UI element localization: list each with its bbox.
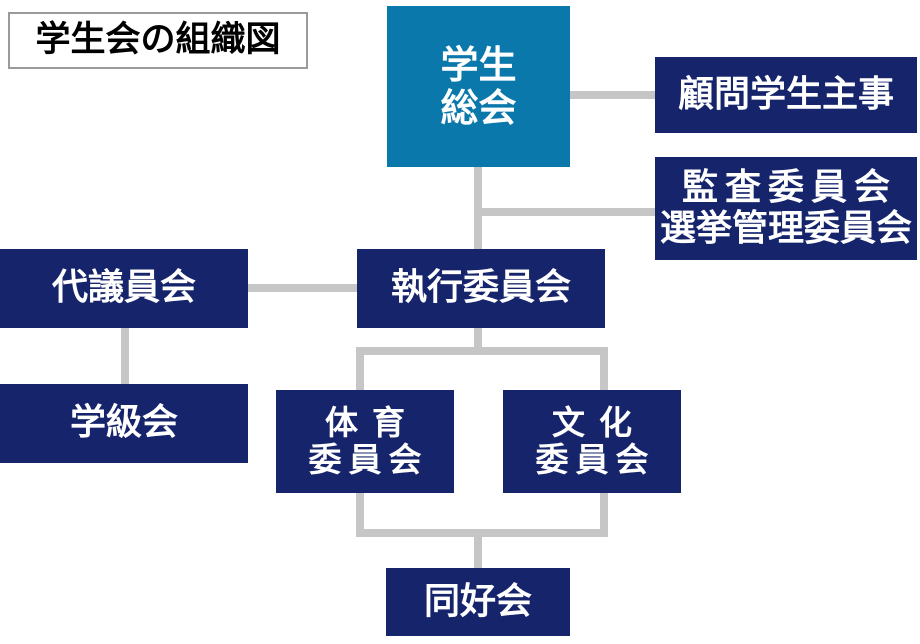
node-culture-committee-line1: 文化 [552, 402, 646, 442]
node-audit-committee-label: 監査委員会 [681, 167, 897, 209]
connector-executive-fork-bar [356, 347, 608, 355]
connector-assembly-to-advisor [566, 91, 656, 99]
connector-join-to-clubs [474, 529, 482, 571]
node-athletics-committee-line2: 委員会 [308, 439, 429, 479]
node-delegates-assembly[interactable]: 代議員会 [0, 249, 248, 328]
connector-clubs-join-bar [356, 529, 608, 537]
connector-trunk-to-right-committees [474, 208, 656, 216]
node-executive-committee-line1: 執行委員会 [390, 267, 571, 309]
node-right-committees[interactable]: 監査委員会 選挙管理委員会 [655, 157, 917, 260]
node-advisor-line1: 顧問学生主事 [677, 73, 894, 115]
connector-delegates-to-executive [246, 284, 361, 292]
node-clubs-line1: 同好会 [423, 580, 532, 622]
chart-title-box: 学生会の組織図 [8, 12, 308, 69]
node-election-committee-label: 選挙管理委員会 [659, 207, 912, 249]
connector-athletics-down-leg [356, 492, 364, 534]
connector-delegates-to-class-meeting [121, 327, 129, 385]
connector-culture-down-leg [600, 492, 608, 534]
node-athletics-committee-line1: 体育 [325, 402, 419, 442]
node-advisor[interactable]: 顧問学生主事 [655, 57, 917, 133]
node-general-assembly-line1: 学生 [440, 42, 517, 87]
node-culture-committee-line2: 委員会 [535, 439, 656, 479]
node-culture-committee[interactable]: 文化 委員会 [503, 390, 681, 493]
node-class-meeting-line1: 学級会 [69, 402, 178, 444]
chart-title-text: 学生会の組織図 [35, 20, 281, 60]
node-general-assembly-line2: 総会 [440, 85, 517, 130]
connector-fork-right-leg [600, 347, 608, 391]
node-executive-committee[interactable]: 執行委員会 [357, 249, 605, 328]
node-clubs[interactable]: 同好会 [386, 568, 570, 636]
node-delegates-assembly-line1: 代議員会 [51, 267, 196, 309]
node-athletics-committee[interactable]: 体育 委員会 [276, 390, 454, 493]
connector-fork-left-leg [356, 347, 364, 391]
connector-executive-down-stub [474, 327, 482, 355]
node-general-assembly[interactable]: 学生 総会 [387, 6, 570, 167]
node-class-meeting[interactable]: 学級会 [0, 384, 248, 463]
